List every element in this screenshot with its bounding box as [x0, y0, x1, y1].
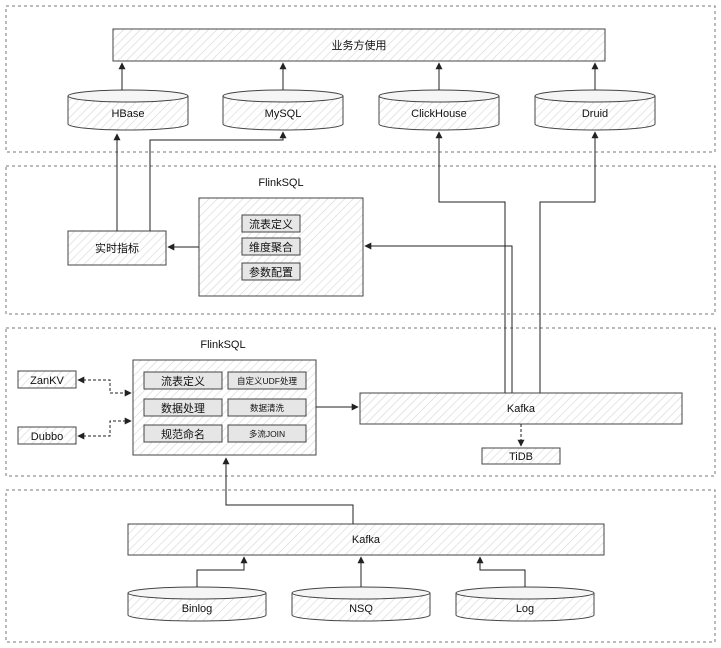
store-mysql: MySQL: [222, 89, 344, 131]
source-nsq: NSQ: [291, 586, 431, 622]
op-multi-stream-join-label: 多流JOIN: [249, 429, 285, 439]
link-dubbo-processing: [77, 417, 132, 440]
op-dimension-agg-label: 维度聚合: [249, 240, 293, 254]
op-custom-udf-label: 自定义UDF处理: [237, 376, 297, 386]
op-data-processing-label: 数据处理: [161, 401, 205, 415]
tidb-box: [481, 447, 561, 465]
store-label-hbase: HBase: [111, 108, 144, 120]
op-stream-table-def-2: [143, 371, 223, 390]
kafka-source-label: Kafka: [352, 534, 381, 546]
arrow-log-to-kafka: [476, 556, 526, 587]
op-data-processing: [143, 398, 223, 417]
arrow-realtime-to-mysql: [149, 131, 287, 231]
link-zankv-processing: [77, 376, 132, 397]
store-druid: Druid: [534, 89, 656, 131]
dubbo-box: [17, 426, 77, 445]
realtime-metrics-label: 实时指标: [95, 241, 139, 255]
arrow-kafka-to-job: [364, 242, 513, 393]
op-data-cleaning-label: 数据清洗: [250, 403, 285, 413]
consumer-box: [112, 28, 606, 62]
flinksql-title-metrics: FlinkSQL: [258, 177, 303, 189]
op-stream-table-def: [241, 214, 301, 233]
source-label-log: Log: [516, 603, 534, 615]
op-dimension-agg: [241, 237, 301, 256]
store-label-mysql: MySQL: [265, 108, 302, 120]
op-data-cleaning: [227, 398, 307, 417]
zankv-box: [17, 370, 77, 389]
consumer-label: 业务方使用: [332, 38, 387, 52]
op-stream-table-def-2-label: 流表定义: [161, 374, 205, 388]
source-label-binlog: Binlog: [182, 603, 213, 615]
flinksql-title-processing: FlinkSQL: [200, 339, 245, 351]
source-label-nsq: NSQ: [349, 603, 373, 615]
panel-storage: [5, 5, 716, 153]
source-log: Log: [455, 586, 595, 622]
arrow-binlog-to-kafka: [196, 556, 248, 587]
arrow-kafka-to-druid: [539, 131, 599, 393]
op-param-config-label: 参数配置: [249, 265, 293, 279]
op-naming-convention-label: 规范命名: [161, 427, 205, 441]
op-naming-convention: [143, 424, 223, 443]
op-param-config: [241, 262, 301, 281]
arrow-kafka-to-clickhouse: [435, 131, 506, 393]
tidb-label: TiDB: [509, 451, 533, 463]
kafka-sink-label: Kafka: [507, 403, 536, 415]
store-hbase: HBase: [67, 89, 189, 131]
panel-sources: [5, 489, 716, 643]
source-binlog: Binlog: [127, 586, 267, 622]
zankv-label: ZanKV: [30, 375, 64, 387]
arrow-kafka-to-processing: [222, 457, 354, 524]
kafka-source-box: [127, 523, 605, 556]
store-label-druid: Druid: [582, 108, 608, 120]
op-stream-table-def-label: 流表定义: [249, 217, 293, 231]
panel-flinksql-processing: [5, 327, 716, 477]
store-clickhouse: ClickHouse: [378, 89, 500, 131]
op-multi-stream-join: [227, 424, 307, 443]
dubbo-label: Dubbo: [31, 431, 63, 443]
panel-flinksql-metrics: [5, 165, 716, 315]
op-custom-udf: [227, 371, 307, 390]
store-label-clickhouse: ClickHouse: [411, 108, 467, 120]
